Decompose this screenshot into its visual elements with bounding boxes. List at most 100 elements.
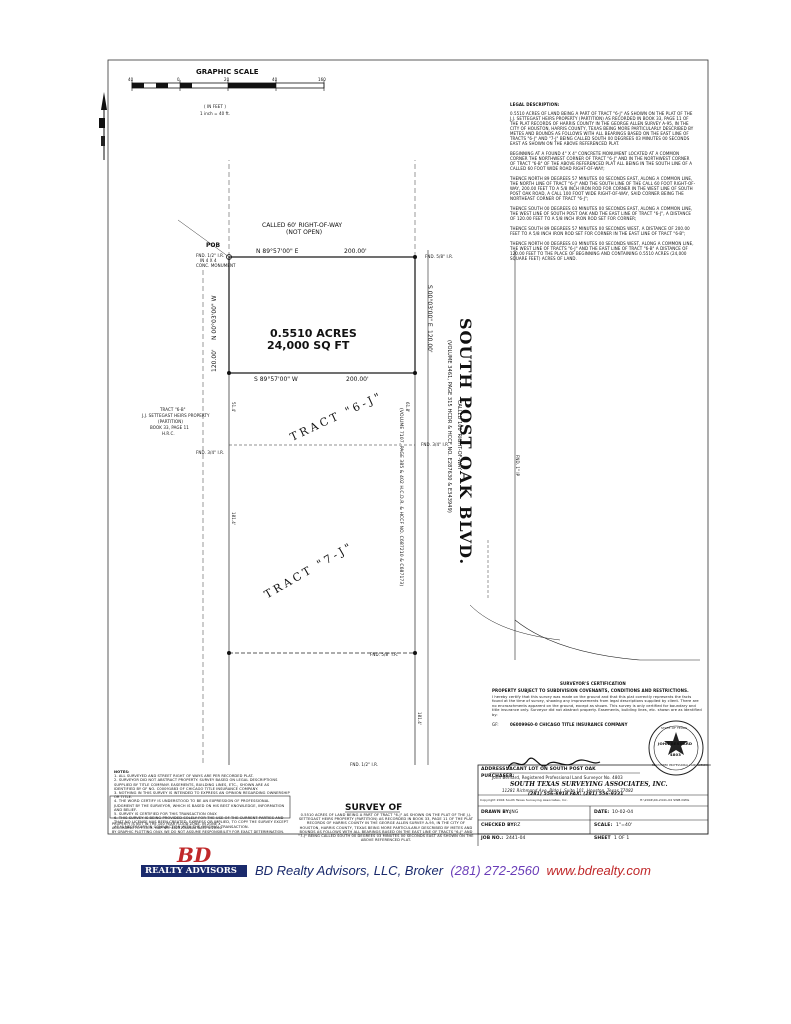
fnd-top-left-2: IN 4 X 4 bbox=[200, 258, 217, 263]
west-distance: 120.00' bbox=[211, 349, 218, 372]
date-label: DATE: bbox=[594, 810, 610, 815]
heirs-line-2: (PARTITION) bbox=[158, 419, 183, 424]
note-4: 4. THE WORD CERTIFY IS UNDERSTOOD TO BE … bbox=[114, 799, 285, 812]
sheet-value: 1 OF 1 bbox=[614, 836, 630, 841]
south-bearing: S 89°57'00" W bbox=[254, 376, 298, 383]
north-arrow bbox=[99, 92, 107, 160]
surveyor-signature bbox=[507, 757, 601, 769]
company-phone: (281) 556-6918 FAX: (281) 556-9331 bbox=[528, 792, 624, 797]
checked-by-value: RZ bbox=[514, 823, 521, 828]
address-label: ADDRESS: bbox=[481, 767, 508, 772]
logo-banner bbox=[141, 865, 247, 877]
north-distance: 200.00' bbox=[344, 248, 367, 255]
fnd-top-left: FND. 1/2" I.R. bbox=[196, 253, 225, 258]
survey-of-heading: SURVEY OF bbox=[345, 803, 403, 813]
job-label: JOB NO.: bbox=[481, 836, 504, 841]
checked-by-label: CHECKED BY: bbox=[481, 823, 516, 828]
seal-number: 4803 bbox=[670, 752, 681, 757]
seal-name: JOHN BERNARD bbox=[658, 741, 693, 746]
fnd-far-right: FND. 1" IP bbox=[515, 455, 520, 477]
note-2: 2. SURVEYOR DID NOT ABSTRACT PROPERTY. S… bbox=[114, 778, 278, 791]
drawing-ref: H:\2004\04-2441-04 SWB.DWG bbox=[640, 798, 690, 802]
called-row-sub: (NOT OPEN) bbox=[286, 229, 323, 236]
legal-description: LEGAL DESCRIPTION: 0.5510 ACRES OF LAND … bbox=[510, 102, 696, 266]
gf-label: GF: bbox=[492, 722, 499, 727]
broker-phone[interactable]: (281) 272-2560 bbox=[450, 863, 540, 878]
legal-paragraph-4: THENCE SOUTH 00 DEGREES 03 MINUTES 00 SE… bbox=[510, 206, 693, 221]
scale-ratio: 1 inch = 40 ft. bbox=[200, 111, 231, 116]
certification-heading: SURVEYOR'S CERTIFICATION bbox=[560, 681, 626, 686]
scale-tick-5: 160 bbox=[318, 77, 326, 82]
certification-subject: PROPERTY SUBJECT TO SUBDIVISION COVENANT… bbox=[492, 688, 689, 693]
flood-line-2: ACCORDING TO F.I.R.M. MAP NO. 48201C0860… bbox=[112, 826, 222, 830]
pob-label: POB bbox=[206, 242, 221, 249]
road-volume-1: (VOLUME 3461, PAGE 315 HCDR & HCCF NO. E… bbox=[446, 340, 452, 513]
tract-6b-label: TRACT "6-B" bbox=[160, 407, 186, 412]
lot-square-feet: 24,000 SQ FT bbox=[267, 339, 350, 352]
seal-top-text: STATE OF TEXAS bbox=[661, 726, 688, 730]
fnd-bottom-right: FND. 5/8" I.R. bbox=[370, 652, 399, 657]
flood-block: PROPERTY IS NOT IN THE 100 YEAR FLOOD ZO… bbox=[112, 822, 290, 834]
heirs-line-4: H.R.C. bbox=[162, 431, 175, 436]
logo-bd-text: BD bbox=[177, 843, 212, 867]
footer-broker-line: BD Realty Advisors, LLC, Broker (281) 27… bbox=[255, 863, 651, 878]
east-distance: 120.00' bbox=[426, 330, 433, 353]
west-bearing: N 00°03'00" W bbox=[211, 295, 218, 340]
heirs-line-1: J.J. SETTEGAST HEIRS PROPERTY bbox=[142, 413, 210, 418]
fnd-top-left-3: CONC. MONUMENT bbox=[196, 263, 236, 268]
graphic-scale-bar bbox=[131, 80, 325, 91]
scale-value: 1"=40' bbox=[616, 823, 633, 828]
legal-paragraph-2: BEGINNING AT A FOUND 4" X 4" CONCRETE MO… bbox=[510, 151, 693, 171]
flood-line-1: PROPERTY IS NOT IN THE 100 YEAR FLOOD ZO… bbox=[112, 822, 221, 826]
note-3: 3. NOTHING IN THIS SURVEY IS INTENDED TO… bbox=[114, 791, 290, 800]
scale-tick-3: 40 bbox=[272, 77, 278, 82]
fnd-top-right: FND. 5/8" I.R. bbox=[425, 254, 454, 259]
legal-paragraph-5: THENCE SOUTH 89 DEGREES 57 MINUTES 00 SE… bbox=[510, 226, 690, 236]
scale-tick-0: 40 bbox=[128, 77, 134, 82]
notes-heading: NOTES: bbox=[114, 770, 130, 774]
legal-paragraph-3: THENCE NORTH 89 DEGREES 57 MINUTES 00 SE… bbox=[510, 176, 696, 201]
bd-realty-logo: BD REALTY ADVISORS bbox=[141, 843, 247, 887]
note-6: 6. THIS SURVEY IS BEING PROVIDED SOLELY … bbox=[114, 816, 289, 829]
scale-tick-2: 20 bbox=[224, 77, 230, 82]
fnd-mid-right: FND. 3/4" I.R. bbox=[421, 442, 450, 447]
lot-6j-boundary bbox=[228, 256, 416, 374]
sheet-border bbox=[107, 59, 709, 835]
copyright: Copyright 2004 South Texas Surveying Ass… bbox=[480, 798, 568, 802]
seal-bottom-text: REGISTERED PROFESSIONAL LAND SURVEYOR bbox=[652, 764, 711, 767]
sheet-label: SHEET bbox=[594, 836, 611, 841]
south-distance: 200.00' bbox=[346, 376, 369, 383]
date-value: 10-02-04 bbox=[612, 810, 634, 815]
broker-website[interactable]: www.bdrealty.com bbox=[546, 863, 651, 878]
east-bearing: S 00°03'00" E bbox=[426, 285, 433, 327]
drawn-by-label: DRAWN BY: bbox=[481, 810, 511, 815]
logo-realty-text: REALTY ADVISORS bbox=[145, 866, 237, 876]
legal-heading: LEGAL DESCRIPTION: bbox=[510, 102, 560, 107]
note-1: 1. ALL SURVEYED AND STREET RIGHT OF WAYS… bbox=[114, 774, 254, 779]
scale-tick-1: 0 bbox=[177, 77, 180, 82]
scale-unit: ( IN FEET ) bbox=[204, 104, 227, 109]
flood-line-3: BY GRAPHIC PLOTTING ONLY. WE DO NOT ASSU… bbox=[112, 830, 285, 834]
certification-body: I hereby certify that this survey was ma… bbox=[492, 695, 702, 717]
dim-618: 61.8' bbox=[405, 402, 410, 413]
fnd-mid-left: FND. 3/4" I.R. bbox=[196, 450, 225, 455]
purchaser-label: PURCHASER: bbox=[481, 774, 515, 779]
address-value: VACANT LOT ON SOUTH POST OAK bbox=[506, 767, 596, 772]
company-address: 11281 Richmond Ave. Bldg J, Suite 101, H… bbox=[502, 788, 634, 793]
north-bearing: N 89°57'00" E bbox=[256, 248, 299, 255]
graphic-scale-title: GRAPHIC SCALE bbox=[196, 68, 259, 76]
dim-1814b: 181.4' bbox=[417, 712, 422, 726]
road-called-row: CALLED 100' RIGHT-OF-WAY bbox=[456, 400, 462, 470]
legal-paragraph-1: 0.5510 ACRES OF LAND BEING A PART OF TRA… bbox=[510, 111, 694, 146]
company-name: SOUTH TEXAS SURVEYING ASSOCIATES, INC. bbox=[510, 781, 668, 788]
note-5: 5. SURVEY IS CERTIFIED FOR THIS TRANSACT… bbox=[114, 812, 218, 817]
notes-block: NOTES: 1. ALL SURVEYED AND STREET RIGHT … bbox=[114, 770, 290, 829]
fnd-bottom-left: FND. 1/2" I.R. bbox=[350, 762, 379, 767]
called-row-label: CALLED 60' RIGHT-OF-WAY bbox=[262, 222, 343, 229]
lot-acres: 0.5510 ACRES bbox=[270, 327, 357, 340]
heirs-line-3: BOOK 33, PAGE 11 bbox=[150, 425, 189, 430]
road-volume-2: (VOLUME 7107, PAGE 385 & 402 H.C.D.R. & … bbox=[398, 408, 403, 587]
survey-of-body: 0.5510 ACRES OF LAND BEING A PART OF TRA… bbox=[298, 813, 474, 843]
job-value: 2441-04 bbox=[506, 836, 526, 841]
